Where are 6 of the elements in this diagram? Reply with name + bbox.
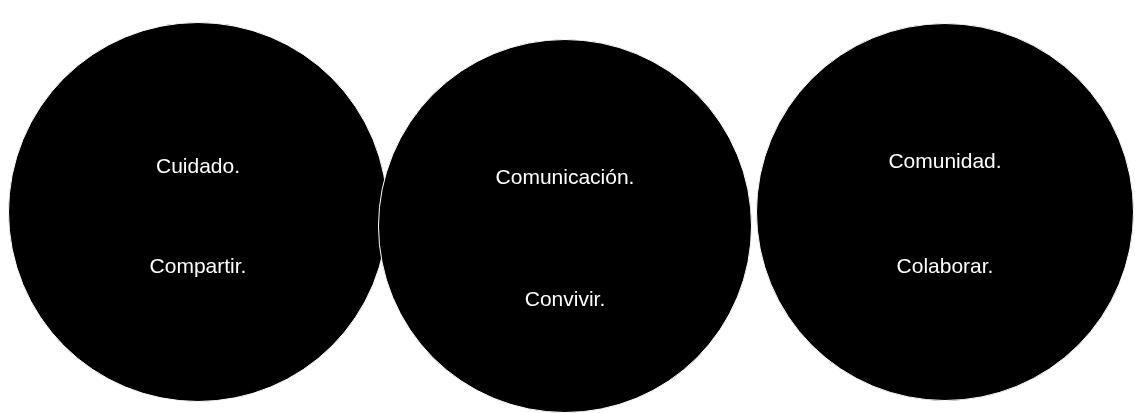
circle-label: Comunidad.	[888, 148, 1002, 175]
circle-label: Cuidado.	[155, 153, 241, 180]
circle-label: Compartir.	[149, 253, 247, 280]
circle-label: Colaborar.	[896, 253, 994, 280]
circle-label: Comunicación.	[495, 164, 635, 191]
circle-label: Convivir.	[524, 286, 606, 313]
